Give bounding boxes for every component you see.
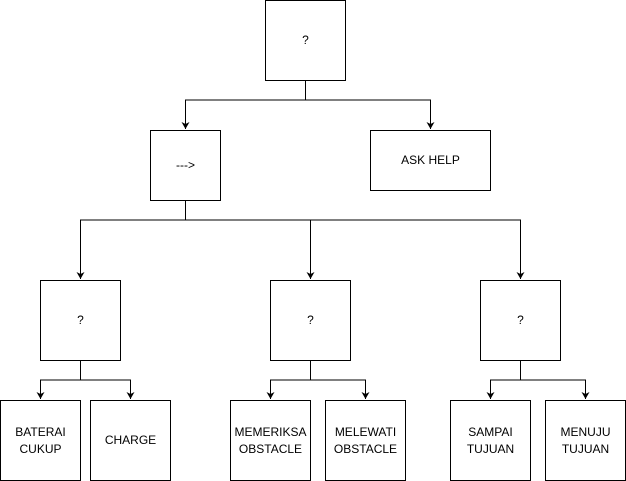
- edge-sequence-to-obstacle-selector: [185, 201, 315, 279]
- node-menuju-tujuan: MENUJU TUJUAN: [545, 400, 626, 481]
- edge-battery-selector-to-baterai-cukup: [36, 361, 81, 399]
- edge-sequence-to-goal-selector: [185, 201, 525, 279]
- node-root-selector: ?: [265, 0, 346, 81]
- node-melewati-obstacle: MELEWATI OBSTACLE: [325, 400, 406, 481]
- edge-root-selector-to-ask-help: [305, 81, 435, 129]
- node-memeriksa-obstacle: MEMERIKSA OBSTACLE: [230, 400, 311, 481]
- edge-sequence-to-battery-selector: [76, 201, 186, 279]
- node-battery-selector: ?: [40, 280, 121, 361]
- edge-battery-selector-to-charge: [80, 361, 135, 399]
- edge-obstacle-selector-to-melewati-obstacle: [310, 361, 370, 399]
- node-goal-selector: ?: [480, 280, 561, 361]
- edge-obstacle-selector-to-memeriksa-obstacle: [266, 361, 311, 399]
- edge-goal-selector-to-menuju-tujuan: [520, 361, 590, 399]
- node-sequence: --->: [150, 130, 221, 201]
- node-obstacle-selector: ?: [270, 280, 351, 361]
- node-sampai-tujuan: SAMPAI TUJUAN: [450, 400, 531, 481]
- node-baterai-cukup: BATERAI CUKUP: [0, 400, 81, 481]
- edge-goal-selector-to-sampai-tujuan: [486, 361, 521, 399]
- edge-root-selector-to-sequence: [181, 81, 306, 129]
- node-charge: CHARGE: [90, 400, 171, 481]
- node-ask-help: ASK HELP: [370, 130, 491, 191]
